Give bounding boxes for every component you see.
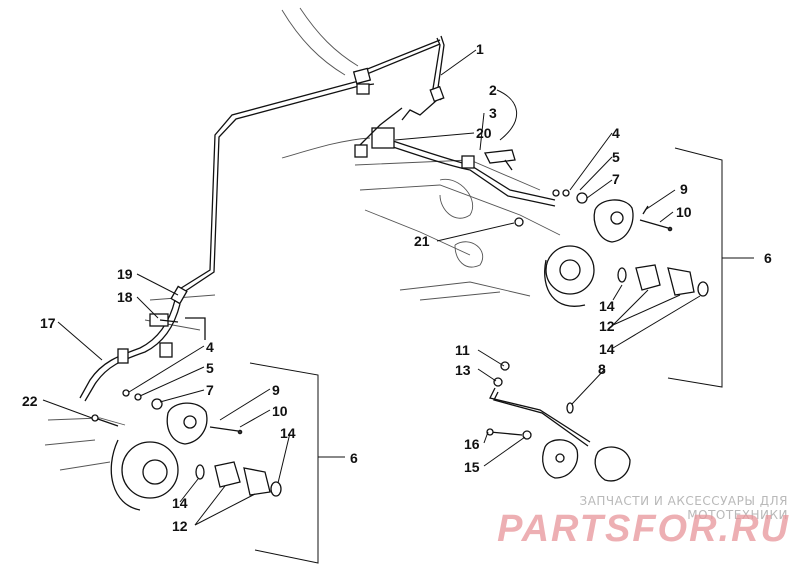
group-bracket — [249, 147, 754, 564]
callout-2: 2 — [489, 82, 497, 98]
callout-labels: 1 2 3 20 4 5 7 9 10 21 6 14 12 14 19 18 … — [22, 41, 772, 534]
callout-12-upper: 12 — [599, 318, 615, 334]
callout-12-lower: 12 — [172, 518, 188, 534]
callout-14-lower-a: 14 — [280, 425, 296, 441]
callout-10-lower: 10 — [272, 403, 288, 419]
callout-6-lower: 6 — [350, 450, 358, 466]
callout-10-upper: 10 — [676, 204, 692, 220]
callout-5-upper: 5 — [612, 149, 620, 165]
leader-lines — [42, 49, 701, 526]
callout-9-lower: 9 — [272, 382, 280, 398]
callout-14-lower-b: 14 — [172, 495, 188, 511]
callout-14-upper-b: 14 — [599, 341, 615, 357]
callout-7-lower: 7 — [206, 382, 214, 398]
callout-1: 1 — [476, 41, 484, 57]
front-brake-hose — [354, 107, 556, 207]
lower-caliper-assembly — [91, 389, 282, 511]
callout-21: 21 — [414, 233, 430, 249]
callout-6-upper: 6 — [764, 250, 772, 266]
callout-3: 3 — [489, 105, 497, 121]
brake-line — [170, 35, 445, 305]
callout-20: 20 — [476, 125, 492, 141]
callout-13: 13 — [455, 362, 471, 378]
callout-15: 15 — [464, 459, 480, 475]
callout-4-upper: 4 — [612, 125, 620, 141]
callout-9-upper: 9 — [680, 181, 688, 197]
callout-19: 19 — [117, 266, 133, 282]
callout-4-lower: 4 — [206, 339, 214, 355]
brake-lever-assembly — [486, 361, 631, 482]
callout-18: 18 — [117, 289, 133, 305]
callout-22: 22 — [22, 393, 38, 409]
callout-16: 16 — [464, 436, 480, 452]
callout-5-lower: 5 — [206, 360, 214, 376]
callout-8: 8 — [598, 361, 606, 377]
watermark-logo: PARTSFOR.RU — [497, 508, 790, 550]
watermark-caption: ЗАПЧАСТИ И АКСЕССУАРЫ ДЛЯ МОТОТЕХНИКИ — [579, 494, 788, 522]
callout-7-upper: 7 — [612, 171, 620, 187]
callout-17: 17 — [40, 315, 56, 331]
chassis-outline — [44, 7, 561, 471]
rear-brake-hose — [79, 299, 206, 402]
callout-14-upper-a: 14 — [599, 298, 615, 314]
callout-11: 11 — [455, 342, 470, 358]
upper-caliper-assembly — [514, 189, 709, 307]
